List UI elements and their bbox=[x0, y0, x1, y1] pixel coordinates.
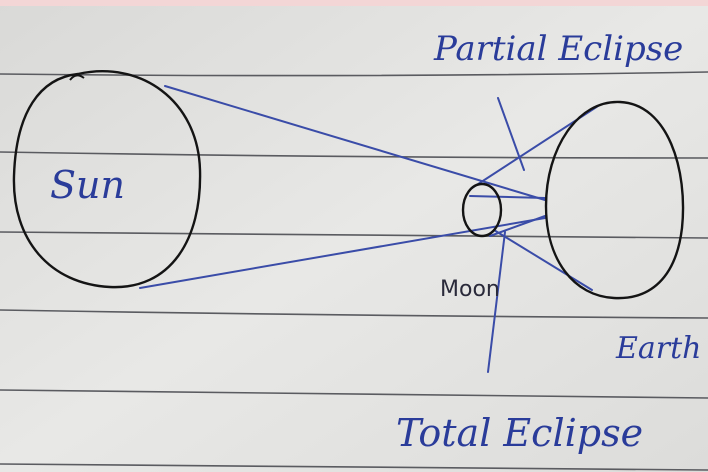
lower-outer-ray bbox=[139, 217, 546, 289]
ruled-line bbox=[0, 231, 708, 239]
ruled-lines bbox=[0, 71, 708, 471]
earth-label: Earth bbox=[615, 331, 702, 366]
moon-label: Moon bbox=[440, 277, 500, 302]
earth-circle bbox=[544, 100, 685, 300]
sun-label: Sun bbox=[50, 163, 125, 207]
partial-eclipse-label: Partial Eclipse bbox=[433, 29, 683, 69]
lower-crossing-ray bbox=[493, 229, 593, 291]
total-eclipse-pointer bbox=[487, 231, 506, 373]
ruled-line bbox=[0, 309, 708, 319]
lower-shadow-ray bbox=[489, 215, 546, 237]
ruled-line bbox=[0, 151, 708, 159]
partial-eclipse-pointer bbox=[497, 97, 525, 171]
moon-circle bbox=[461, 182, 503, 238]
light-rays bbox=[139, 85, 599, 373]
ruled-line bbox=[0, 71, 708, 77]
total-eclipse-label: Total Eclipse bbox=[396, 411, 643, 455]
sun-circle-overlap bbox=[69, 74, 85, 81]
ruled-line bbox=[0, 463, 708, 471]
page-top-edge bbox=[0, 0, 708, 6]
upper-shadow-ray bbox=[469, 195, 546, 199]
ruled-line bbox=[0, 389, 708, 399]
sun-circle bbox=[12, 70, 202, 289]
